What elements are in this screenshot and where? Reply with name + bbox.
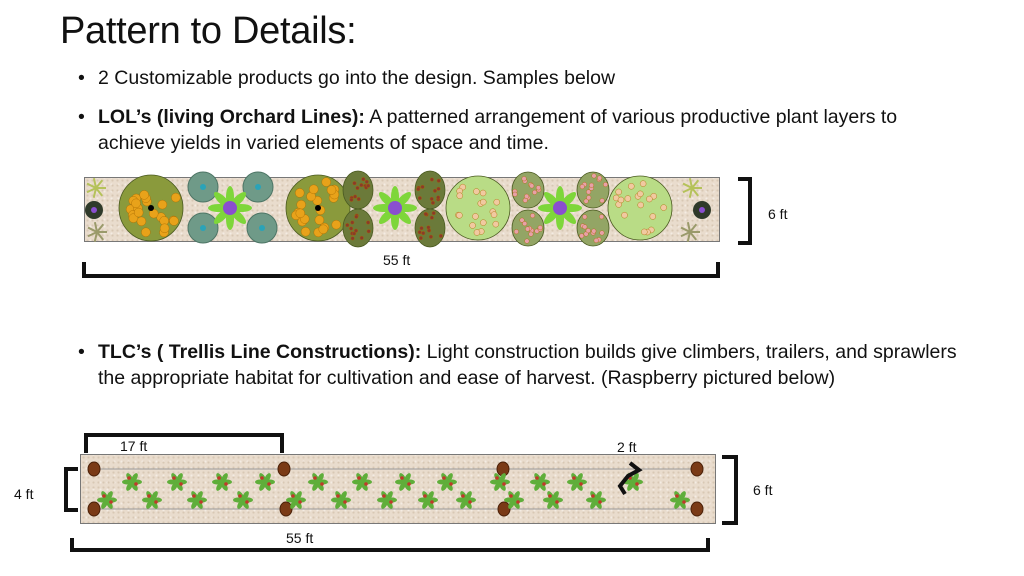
trellis-post-icon [277,461,291,477]
raspberry-plant-icon [187,491,207,509]
raspberry-plant-icon [255,473,275,491]
raspberry-plant-icon [308,473,328,491]
raspberry-plant-icon [543,491,563,509]
fruit-tree-icon [285,174,351,242]
tlc-width-label: 6 ft [753,482,773,498]
bullet-lol: • LOL’s (living Orchard Lines): A patter… [78,104,958,156]
bullet-text: Light construction builds give climbers,… [98,341,957,389]
bullet-bold: TLC’s ( Trellis Line Constructions): [98,341,422,363]
raspberry-plant-icon [97,491,117,509]
bullet-dot: • [78,106,85,128]
tlc-length-label: 55 ft [286,530,314,546]
trellis-post-icon [279,501,293,517]
raspberry-plant-icon [418,491,438,509]
tlc-width-bracket [722,455,738,525]
raspberry-plant-icon [212,473,232,491]
raspberry-plant-icon [567,473,587,491]
pink-berry-shrub-icon [511,171,545,209]
raspberry-plant-icon [352,473,372,491]
lol-width-bracket [738,177,752,245]
berry-shrub-icon [414,170,446,210]
groundcover-icon [187,171,219,203]
light-shrub-icon [445,175,511,241]
raspberry-plant-icon [142,491,162,509]
raspberry-plant-icon [437,473,457,491]
bullet-dot: • [78,67,85,89]
raspberry-plant-icon [377,491,397,509]
groundcover-icon [187,212,219,244]
groundcover-icon [242,171,274,203]
bullet-tlc: • TLC’s ( Trellis Line Constructions): L… [78,339,968,391]
flowering-plant-icon [373,186,417,230]
spacing-bracket [617,461,643,496]
berry-shrub-icon [342,170,374,210]
tlc-section-bracket [84,433,284,453]
pink-berry-shrub-icon [576,171,610,209]
groundcover-icon [246,212,278,244]
fruit-tree-icon [118,174,184,242]
herb-icon [86,178,106,198]
bullet-products: • 2 Customizable products go into the de… [78,65,978,91]
raspberry-plant-icon [530,473,550,491]
pink-berry-shrub-icon [576,209,610,247]
herb-icon [87,222,107,242]
raspberry-plant-icon [670,491,690,509]
lol-length-label: 55 ft [383,252,411,268]
raspberry-plant-icon [286,491,306,509]
bullet-text: 2 Customizable products go into the desi… [98,67,616,89]
tlc-spacing-label: 2 ft [617,439,637,455]
herb-icon [680,222,700,242]
raspberry-plant-icon [504,491,524,509]
flowering-plant-icon [208,186,252,230]
light-shrub-icon [607,175,673,241]
lol-length-bracket [82,262,720,278]
berry-shrub-icon [414,208,446,248]
slide-title: Pattern to Details: [60,10,357,52]
tlc-bed [80,454,716,524]
raspberry-plant-icon [490,473,510,491]
bullet-dot: • [78,341,85,363]
pink-berry-shrub-icon [511,209,545,247]
bullet-bold: LOL’s (living Orchard Lines): [98,106,365,128]
trellis-post-icon [87,461,101,477]
bullet-text: A patterned arrangement of various produ… [98,106,898,154]
berry-shrub-icon [342,208,374,248]
herb-icon [682,178,702,198]
raspberry-plant-icon [122,473,142,491]
tlc-length-bracket [70,538,710,552]
trellis-post-icon [690,461,704,477]
raspberry-plant-icon [167,473,187,491]
raspberry-plant-icon [395,473,415,491]
trellis-post-icon [690,501,704,517]
tlc-section-label: 17 ft [120,438,148,454]
raspberry-plant-icon [586,491,606,509]
raspberry-plant-icon [456,491,476,509]
trellis-post-icon [87,501,101,517]
dark-star-plant-icon [85,201,103,219]
dark-star-plant-icon [693,201,711,219]
raspberry-plant-icon [331,491,351,509]
tlc-row-width-label: 4 ft [14,486,34,502]
tlc-row-width-bracket [64,467,78,512]
lol-width-label: 6 ft [768,206,788,222]
raspberry-plant-icon [233,491,253,509]
trellis-post-icon [497,501,511,517]
flowering-plant-icon [538,186,582,230]
